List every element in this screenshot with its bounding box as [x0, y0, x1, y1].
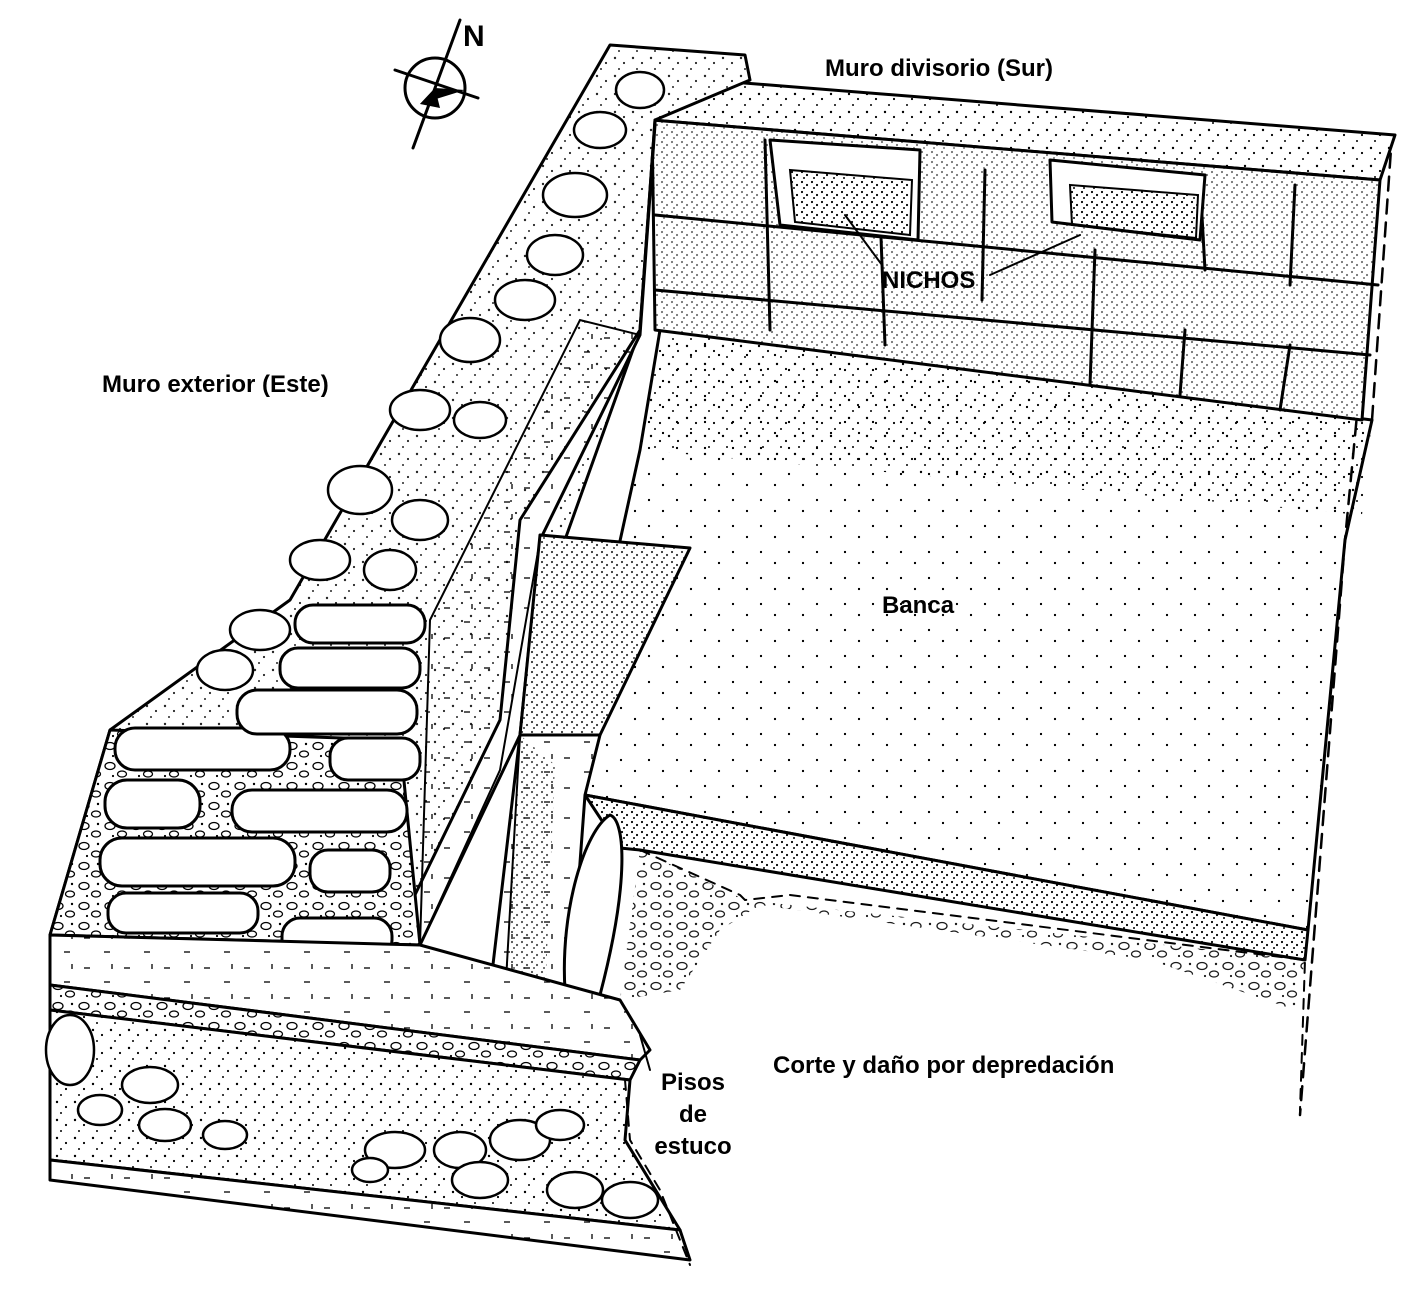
corte-label: Corte y daño por depredación — [773, 1052, 1114, 1079]
rubble-stones — [195, 70, 666, 692]
section-cut — [44, 933, 692, 1266]
banca-label: Banca — [882, 592, 955, 619]
pisos-label-line1: Pisos — [661, 1069, 725, 1096]
muro-exterior-este — [48, 43, 752, 960]
compass-north-arrow-icon — [393, 18, 480, 150]
banca-platform — [583, 133, 1394, 1117]
pisos-label-line3: estuco — [654, 1133, 731, 1160]
muro-exterior-label: Muro exterior (Este) — [102, 371, 329, 398]
north-label: N — [463, 20, 485, 53]
muro-divisorio-sur — [650, 76, 1397, 422]
dressed-stone-facing — [48, 603, 427, 960]
muro-divisorio-label: Muro divisorio (Sur) — [825, 55, 1053, 82]
nichos-label: NICHOS — [882, 267, 975, 294]
pisos-label-line2: de — [679, 1101, 707, 1128]
nicho-right — [1048, 158, 1207, 242]
nicho-left — [768, 138, 922, 242]
banca-step — [488, 533, 692, 1000]
